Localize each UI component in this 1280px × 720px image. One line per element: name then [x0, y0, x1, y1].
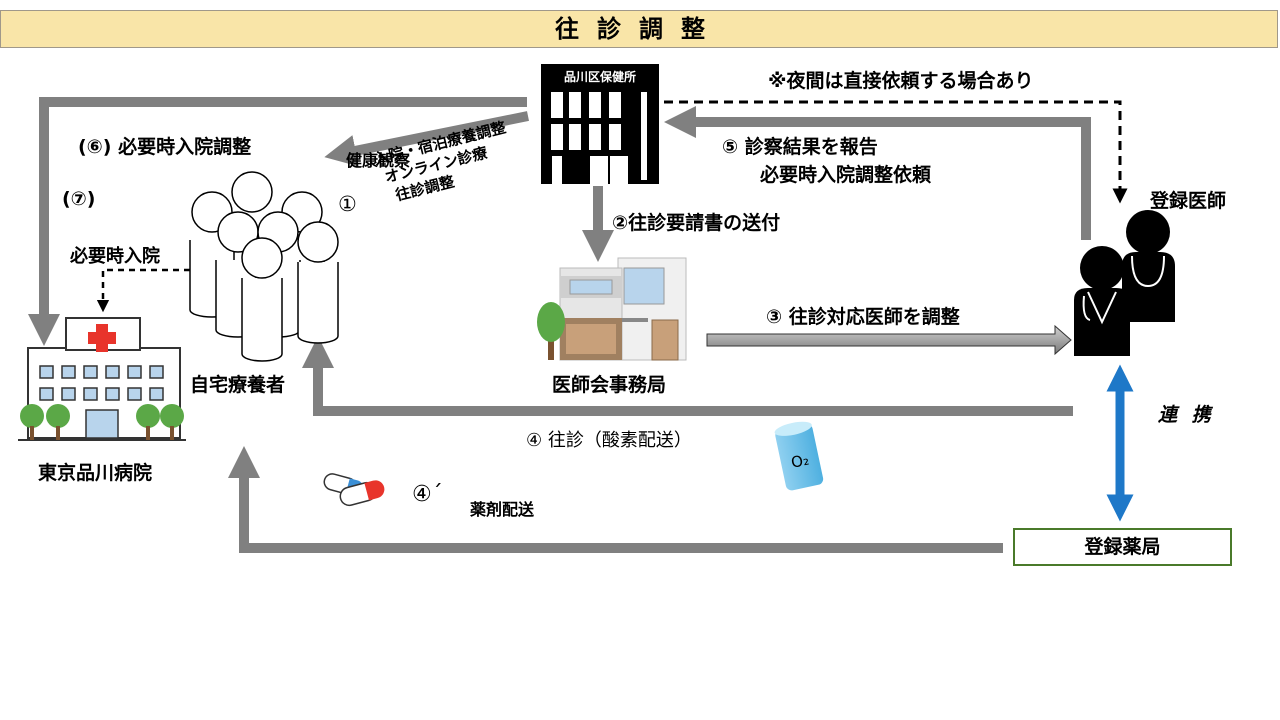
step2-label: ②往診要請書の送付 [612, 212, 781, 234]
arrow-arrange-doctor [706, 324, 1072, 356]
arrow-health-center-to-hospital [27, 97, 527, 347]
step1-marker: ① [338, 192, 357, 216]
step4b-marker: ④´ [412, 482, 443, 507]
hospital-building-icon [18, 317, 186, 441]
step7-label: (⑦) [62, 188, 96, 210]
step5-line1-label: ⑤ 診察結果を報告 [722, 136, 878, 158]
collaboration-label: 連 携 [1158, 404, 1215, 426]
registered-doctor-icon [1074, 210, 1175, 356]
arrow-night-direct-request [664, 100, 1128, 204]
step7-text-label: 必要時入院 [70, 246, 160, 267]
medical-association-label: 医師会事務局 [552, 374, 667, 396]
step4-label: ④ 往診（酸素配送） [526, 430, 692, 451]
health-center-building-icon: 品川区保健所 [541, 64, 659, 184]
step5-line2-label: 必要時入院調整依頼 [760, 164, 932, 186]
arrow-admission-if-needed [96, 268, 190, 313]
step4b-text-label: 薬剤配送 [470, 500, 535, 519]
medical-association-building-icon [537, 257, 687, 361]
page-title: 往診調整 [0, 10, 1278, 48]
step3-label: ③ 往診対応医師を調整 [766, 306, 960, 328]
registered-pharmacy-box: 登録薬局 [1013, 528, 1232, 566]
registered-doctor-label: 登録医師 [1150, 190, 1227, 212]
home-patients-label: 自宅療養者 [190, 374, 286, 396]
arrow-report-results [663, 105, 1091, 240]
arrow-health-observation [324, 111, 529, 167]
arrow-drug-delivery [227, 445, 1003, 553]
step6-label: (⑥) 必要時入院調整 [78, 136, 252, 158]
arrow-home-visit [301, 335, 1073, 416]
hospital-label: 東京品川病院 [38, 462, 153, 484]
oxygen-label: O₂ [789, 450, 810, 471]
home-patients-group-icon [189, 171, 339, 362]
oxygen-cylinder-icon: O₂ [774, 421, 824, 491]
night-note-label: ※夜間は直接依頼する場合あり [768, 70, 1034, 92]
step1-main-label: 健康観察 [346, 151, 411, 170]
medicine-pills-icon [323, 473, 385, 507]
health-center-label: 品川区保健所 [564, 69, 636, 84]
